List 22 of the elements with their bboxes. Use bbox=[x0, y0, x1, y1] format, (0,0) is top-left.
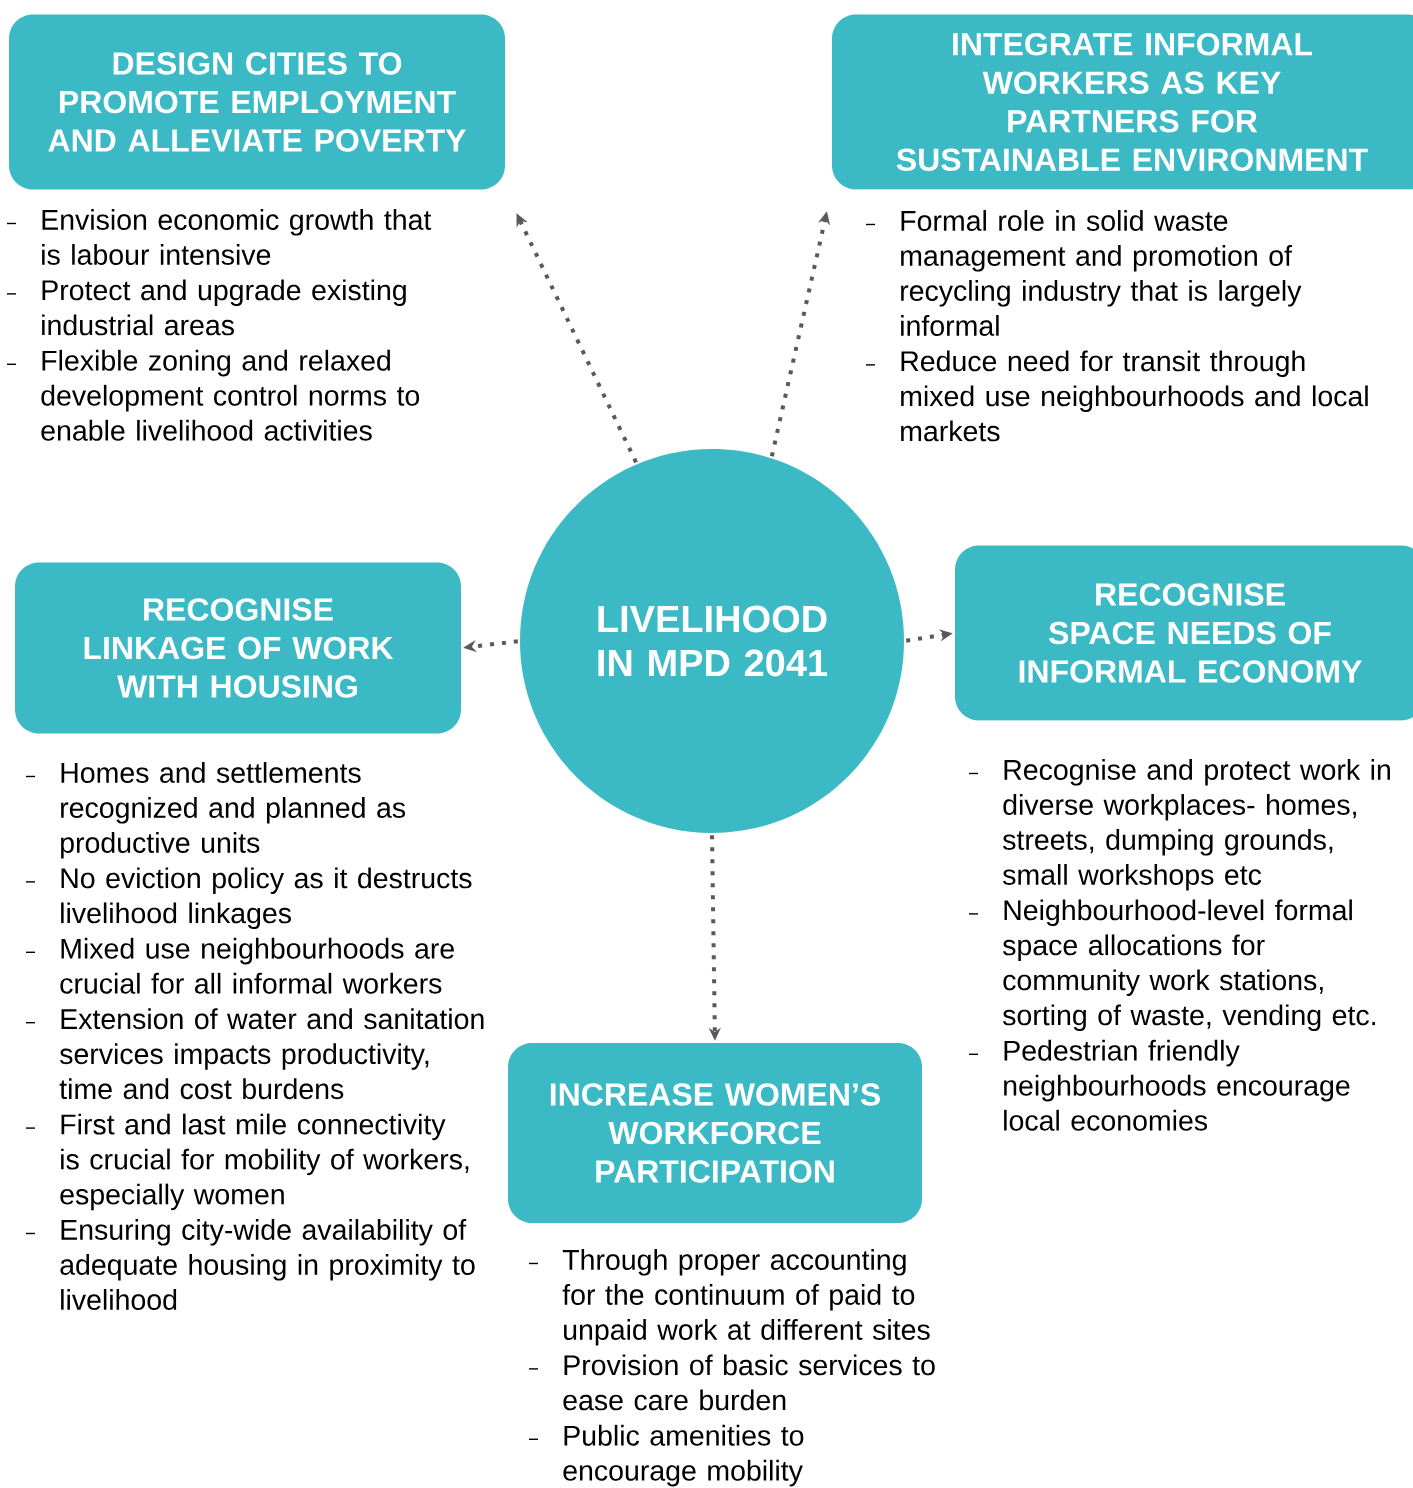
heading-box: DESIGN CITIES TO PROMOTE EMPLOYMENT AND ALLEVIATE POVERTY bbox=[9, 14, 505, 190]
bullet-item: Mixed use neighbourhoods are crucial for all informal workers bbox=[25, 937, 454, 994]
bullet-item: Recognise and protect work in diverse workplaces- homes, streets, dumping grounds, small workshops etc bbox=[968, 759, 1390, 891]
bullet-item: Ensuring city-wide availability of adequate housing in proximity to livelihood bbox=[25, 1219, 475, 1310]
bullet-item: First and last mile connectivity is crucial for mobility of workers, especially women bbox=[25, 1113, 469, 1211]
bullet-item: Protect and upgrade existing industrial areas bbox=[6, 279, 406, 336]
bullet-item: Reduce need for transit through mixed use neighbourhoods and local markets bbox=[865, 350, 1368, 442]
heading-box: INTEGRATE INFORMAL WORKERS AS KEY PARTNERS FOR SUSTAINABLE ENVIRONMENT bbox=[832, 14, 1413, 190]
bullet-item: No eviction policy as it destructs livelihood linkages bbox=[25, 867, 472, 929]
bullet-item: Homes and settlements recognized and planned as productive units bbox=[25, 762, 406, 859]
heading-box: INCREASE WOMEN’S WORKFORCE PARTICIPATION bbox=[508, 1043, 922, 1223]
heading-box: RECOGNISE LINKAGE OF WORK WITH HOUSING bbox=[15, 562, 461, 734]
bullet-item: Extension of water and sanitation services impacts productivity, time and cost burdens bbox=[25, 1008, 484, 1100]
bullet-item: Pedestrian friendly neighbourhoods encourage local economies bbox=[968, 1039, 1350, 1131]
bullet-item: Public amenities to encourage mobility bbox=[528, 1424, 804, 1487]
bullet-item: Neighbourhood-level formal space allocations for community work stations, sorting of waste, vending etc. bbox=[968, 899, 1375, 1031]
bullet-item: Formal role in solid waste management and promotion of recycling industry that is largely informal bbox=[865, 210, 1302, 336]
bullet-item: Flexible zoning and relaxed development control norms to enable livelihood activities bbox=[6, 349, 420, 441]
bullet-item: Provision of basic services to ease care burden bbox=[528, 1354, 935, 1411]
heading-box: RECOGNISE SPACE NEEDS OF INFORMAL ECONOMY bbox=[955, 545, 1413, 721]
bullet-item: Through proper accounting for the continuum of paid to unpaid work at different sites bbox=[528, 1249, 930, 1346]
bullet-item: Envision economic growth that is labour intensive bbox=[6, 209, 432, 265]
